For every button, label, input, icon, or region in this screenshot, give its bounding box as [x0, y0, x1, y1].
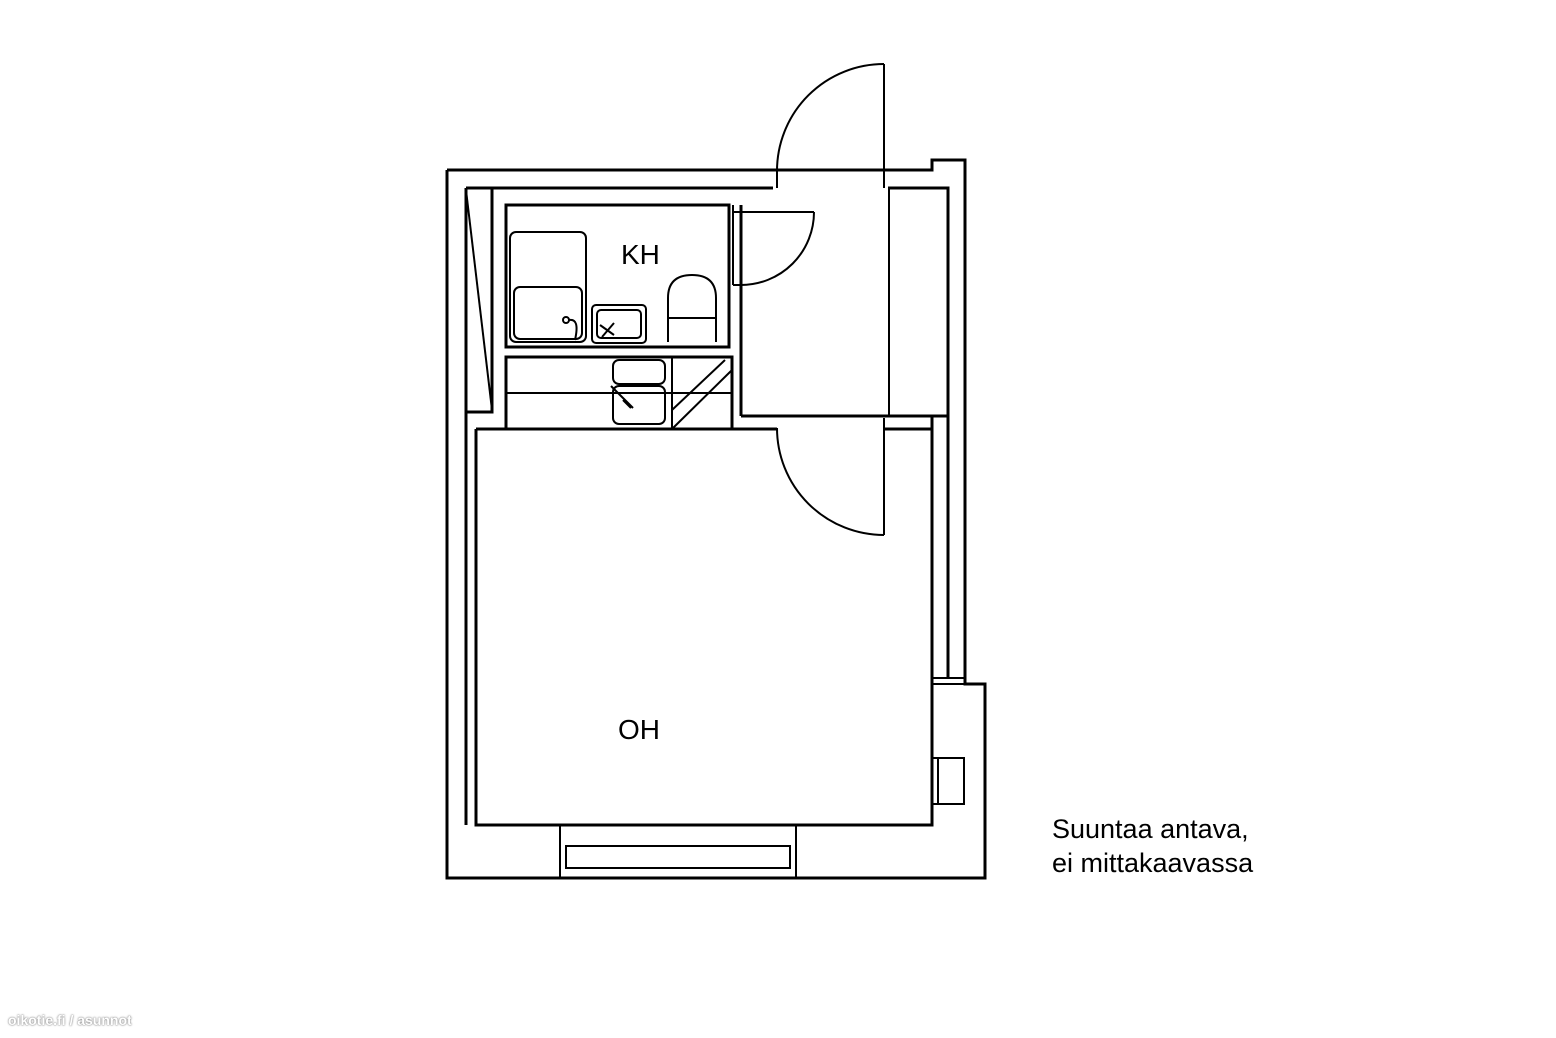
room-label-kh: KH [621, 239, 660, 270]
disclaimer-note: Suuntaa antava, ei mittakaavassa [1052, 812, 1253, 880]
bathroom [504, 203, 731, 349]
disclaimer-line-1: Suuntaa antava, [1052, 814, 1249, 844]
window [559, 824, 797, 879]
living-room [474, 416, 934, 827]
radiator [931, 757, 965, 805]
wardrobe [465, 186, 494, 414]
kitchenette [504, 355, 734, 431]
bathroom-door [740, 211, 815, 286]
hallway [732, 188, 948, 418]
room-label-oh: OH [618, 714, 660, 745]
watermark: oikotie.fi / asunnot [8, 1012, 132, 1028]
exterior-walls [445, 158, 987, 880]
entrance-door [776, 63, 885, 188]
room-door [776, 418, 885, 536]
disclaimer-line-2: ei mittakaavassa [1052, 848, 1254, 878]
